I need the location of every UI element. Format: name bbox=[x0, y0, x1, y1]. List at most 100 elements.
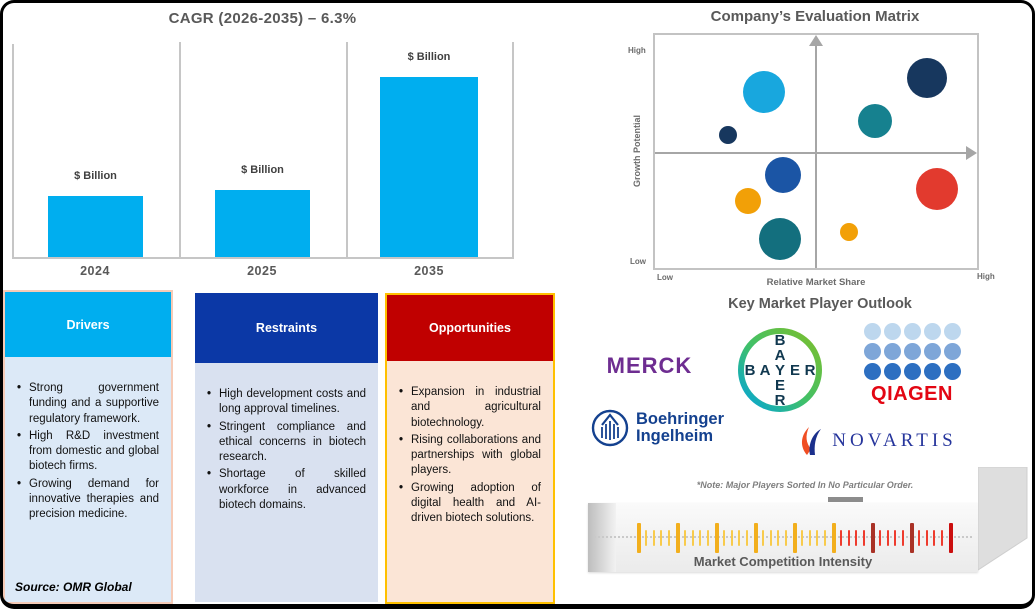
gauge-ribbon-right-flap bbox=[978, 467, 1028, 571]
matrix-y-axis-title: Growth Potential bbox=[632, 115, 642, 187]
matrix-bubble-1 bbox=[742, 71, 785, 114]
matrix-bubble-8 bbox=[839, 223, 858, 242]
qiagen-dot bbox=[943, 343, 961, 360]
bullet-item: Expansion in industrial and agricultural… bbox=[399, 385, 541, 431]
gauge-tick bbox=[941, 530, 944, 546]
merck-logo: MERCK bbox=[596, 328, 703, 404]
bar-2035 bbox=[380, 77, 478, 257]
gauge-tick bbox=[660, 530, 663, 546]
svg-text:R: R bbox=[805, 362, 816, 379]
svg-text:B: B bbox=[775, 332, 786, 349]
drivers-header: Drivers bbox=[5, 292, 171, 357]
bar-chart-year-label: 2025 bbox=[247, 264, 277, 278]
novartis-logo: NOVARTIS bbox=[775, 419, 980, 463]
gauge-tick bbox=[925, 530, 928, 546]
drivers-bullet-list: Strong government funding and a supporti… bbox=[17, 381, 159, 523]
qiagen-dot bbox=[903, 363, 921, 380]
matrix-bubble-5 bbox=[765, 157, 802, 194]
matrix-y-high-label: High bbox=[628, 46, 646, 55]
bar-chart-title: CAGR (2026-2035) – 6.3% bbox=[168, 10, 357, 27]
gauge-tick bbox=[824, 530, 827, 546]
key-market-player-title: Key Market Player Outlook bbox=[728, 296, 912, 312]
svg-text:R: R bbox=[775, 392, 786, 409]
svg-text:A: A bbox=[775, 347, 786, 364]
matrix-axes bbox=[655, 35, 977, 268]
qiagen-dot bbox=[863, 323, 881, 340]
drivers-column: Drivers Strong government funding and a … bbox=[3, 290, 173, 604]
matrix-x-axis-title: Relative Market Share bbox=[766, 277, 866, 288]
gauge-tick bbox=[847, 530, 850, 546]
matrix-bubble-6 bbox=[734, 188, 761, 215]
bullet-item: Rising collaborations and partnerships w… bbox=[399, 433, 541, 479]
up-arrow-icon bbox=[809, 35, 823, 46]
qiagen-dot bbox=[863, 363, 881, 380]
boehringer-ingelheim-logo: Boehringer Ingelheim bbox=[586, 404, 728, 452]
matrix-bubble-7 bbox=[759, 218, 802, 261]
restraints-column: Restraints High development costs and lo… bbox=[193, 291, 380, 604]
qiagen-logo: QIAGEN bbox=[858, 319, 966, 415]
gauge-tick bbox=[738, 530, 741, 546]
qiagen-dot bbox=[883, 343, 901, 360]
matrix-x-high-label: High bbox=[977, 272, 995, 281]
bullet-item: Strong government funding and a supporti… bbox=[17, 381, 159, 427]
gauge-tick bbox=[800, 530, 803, 546]
gauge-tick bbox=[707, 530, 710, 546]
gauge-tick bbox=[808, 530, 811, 546]
gauge-tick bbox=[832, 523, 836, 553]
svg-text:B: B bbox=[745, 362, 756, 379]
gauge-tick bbox=[676, 523, 680, 553]
gauge-tick bbox=[894, 530, 897, 546]
qiagen-dot bbox=[943, 363, 961, 380]
gauge-tick bbox=[910, 523, 914, 553]
gauge-tick bbox=[949, 523, 953, 553]
gauge-tick bbox=[754, 523, 758, 553]
restraints-body: High development costs and long approval… bbox=[195, 363, 378, 602]
opportunities-body: Expansion in industrial and agricultural… bbox=[387, 361, 553, 602]
svg-text:E: E bbox=[775, 377, 785, 394]
gauge-tick bbox=[691, 530, 694, 546]
gauge-tick bbox=[863, 530, 866, 546]
boehringer-wordmark: Boehringer Ingelheim bbox=[635, 410, 724, 445]
gauge-tick bbox=[816, 530, 819, 546]
merck-wordmark: MERCK bbox=[606, 353, 693, 378]
bullet-item: Shortage of skilled workforce in advance… bbox=[207, 467, 366, 513]
boehringer-emblem-icon bbox=[591, 409, 629, 447]
bar-value-label: $ Billion bbox=[407, 51, 451, 63]
bullet-item: High R&D investment from domestic and gl… bbox=[17, 429, 159, 475]
gauge-tick bbox=[683, 530, 686, 546]
opportunities-header: Opportunities bbox=[387, 295, 553, 361]
svg-text:A: A bbox=[760, 362, 771, 379]
matrix-plot-area bbox=[653, 33, 979, 270]
svg-text:E: E bbox=[790, 362, 800, 379]
matrix-bubble-4 bbox=[857, 103, 892, 138]
gauge-dotted-line bbox=[594, 536, 972, 538]
gauge-label: Market Competition Intensity bbox=[693, 554, 873, 569]
gauge-pointer-bar bbox=[828, 497, 863, 502]
gauge-tick bbox=[715, 523, 719, 553]
matrix-title: Company’s Evaluation Matrix bbox=[710, 8, 920, 25]
matrix-bubble-9 bbox=[915, 168, 958, 211]
opportunities-column: Opportunities Expansion in industrial an… bbox=[385, 293, 555, 604]
bullet-item: High development costs and long approval… bbox=[207, 387, 366, 418]
gauge-tick bbox=[722, 530, 725, 546]
bar-2024 bbox=[48, 196, 143, 257]
gauge-tick bbox=[855, 530, 858, 546]
qiagen-dots-icon bbox=[863, 323, 961, 380]
gauge-tick bbox=[839, 530, 842, 546]
novartis-wordmark: NOVARTIS bbox=[832, 430, 957, 451]
matrix-y-low-label: Low bbox=[630, 257, 646, 266]
right-arrow-icon bbox=[966, 146, 977, 160]
svg-text:Y: Y bbox=[775, 362, 785, 379]
gauge-tick bbox=[902, 530, 905, 546]
qiagen-dot bbox=[883, 323, 901, 340]
qiagen-dot bbox=[923, 343, 941, 360]
qiagen-dot bbox=[903, 323, 921, 340]
opportunities-bullet-list: Expansion in industrial and agricultural… bbox=[399, 385, 541, 527]
qiagen-dot bbox=[923, 323, 941, 340]
bullet-item: Stringent compliance and ethical concern… bbox=[207, 420, 366, 466]
bar-chart-baseline bbox=[12, 257, 514, 259]
bar-chart-left-axis-line bbox=[12, 44, 14, 259]
bar-chart-right-line bbox=[512, 42, 514, 259]
